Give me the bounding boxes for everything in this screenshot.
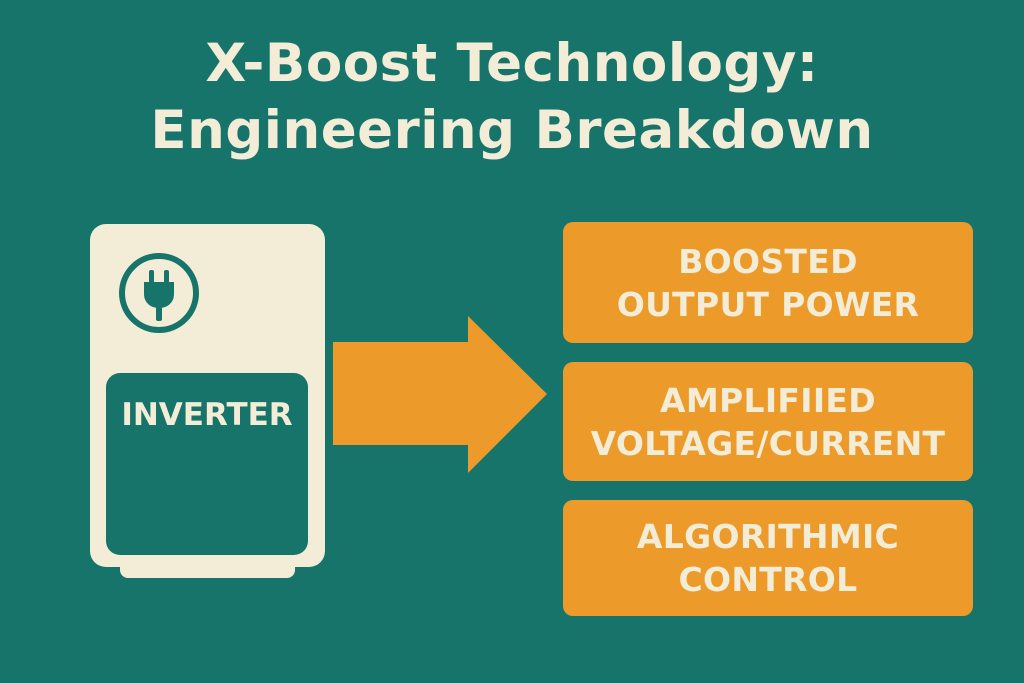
output-box-amplified-voltage: AMPLIFIIED VOLTAGE/CURRENT	[563, 362, 973, 481]
inverter-label: INVERTER	[121, 397, 293, 433]
output-label-line-1: AMPLIFIIED	[660, 380, 876, 420]
output-label-line-1: BOOSTED	[678, 241, 858, 281]
output-label: AMPLIFIIED VOLTAGE/CURRENT	[591, 379, 946, 465]
output-label-line-2: OUTPUT POWER	[616, 284, 920, 324]
page-title: X-Boost Technology: Engineering Breakdow…	[0, 30, 1024, 164]
output-label-line-2: CONTROL	[678, 560, 858, 599]
inverter-panel: INVERTER	[106, 373, 308, 555]
output-box-algorithmic-control: ALGORITHMIC CONTROL	[563, 500, 973, 616]
right-arrow-icon	[333, 316, 547, 473]
plug-icon	[119, 253, 199, 333]
output-label: ALGORITHMIC CONTROL	[637, 515, 899, 601]
output-box-boosted-power: BOOSTED OUTPUT POWER	[563, 222, 973, 343]
title-line-2: Engineering Breakdown	[150, 100, 874, 161]
title-line-1: X-Boost Technology:	[205, 33, 819, 94]
output-label-line-2: VOLTAGE/CURRENT	[590, 423, 946, 463]
inverter-device: INVERTER	[90, 224, 325, 567]
output-label-line-1: ALGORITHMIC	[636, 517, 900, 556]
output-label: BOOSTED OUTPUT POWER	[617, 240, 920, 326]
